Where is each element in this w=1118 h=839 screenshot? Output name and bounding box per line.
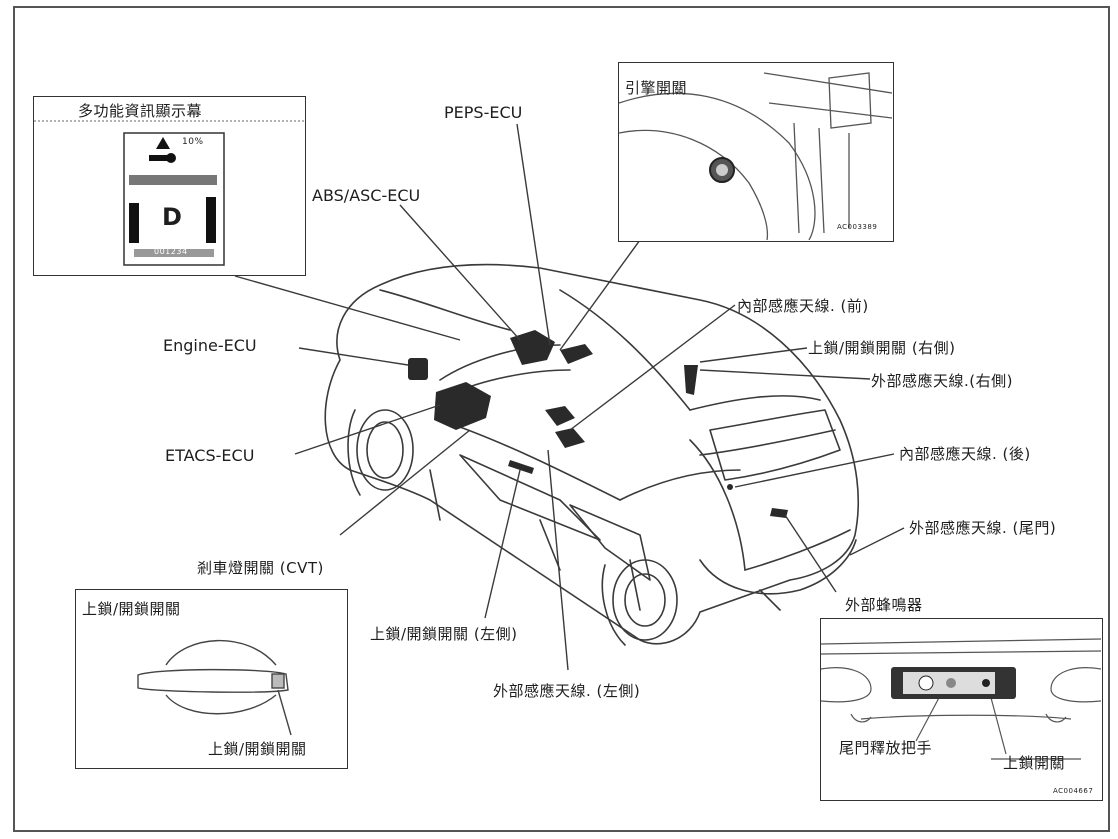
inset-display: 多功能資訊顯示幕 10% D 001234	[33, 96, 306, 276]
engine-switch-drawing	[619, 72, 892, 240]
label-peps-ecu: PEPS-ECU	[444, 103, 523, 122]
engine-switch-title: 引擎開關	[625, 79, 688, 97]
label-ext-antenna-left: 外部感應天線. (左側)	[493, 682, 641, 700]
display-drawing	[34, 120, 304, 266]
inset-door-handle: 上鎖/開鎖開關 上鎖/開鎖開關	[75, 589, 348, 769]
label-ext-buzzer: 外部蜂鳴器	[845, 596, 923, 614]
door-handle-title: 上鎖/開鎖開關	[82, 600, 181, 618]
label-lock-switch-left: 上鎖/開鎖開關 (左側)	[370, 625, 518, 643]
display-title: 多功能資訊顯示幕	[78, 102, 203, 120]
label-brake-switch: 剎車燈開關 (CVT)	[197, 559, 324, 577]
label-ext-antenna-right: 外部感應天線.(右側)	[871, 372, 1013, 390]
door-handle-callout: 上鎖/開鎖開關	[208, 740, 307, 758]
display-percent: 10%	[182, 137, 204, 147]
label-abs-asc-ecu: ABS/ASC-ECU	[312, 186, 421, 205]
display-gear: D	[162, 203, 183, 231]
label-engine-ecu: Engine-ECU	[163, 336, 257, 355]
engine-switch-code: AC003389	[837, 223, 878, 231]
display-odo: 001234	[154, 247, 188, 256]
label-int-antenna-front: 內部感應天線. (前)	[737, 297, 869, 315]
tailgate-lock-callout: 上鎖開關	[1003, 754, 1066, 772]
label-lock-switch-right: 上鎖/開鎖開關 (右側)	[808, 339, 956, 357]
inset-tailgate: 尾門釋放把手 上鎖開關 AC004667	[820, 618, 1103, 801]
inset-engine-switch: 引擎開關 AC003389	[618, 62, 894, 242]
door-handle-drawing	[137, 639, 292, 736]
label-int-antenna-rear: 內部感應天線. (後)	[899, 445, 1031, 463]
label-ext-antenna-tailgate: 外部感應天線. (尾門)	[909, 519, 1057, 537]
tailgate-code: AC004667	[1053, 787, 1094, 795]
tailgate-drawing	[821, 638, 1101, 760]
tailgate-release-callout: 尾門釋放把手	[839, 739, 933, 757]
label-etacs-ecu: ETACS-ECU	[165, 446, 255, 465]
